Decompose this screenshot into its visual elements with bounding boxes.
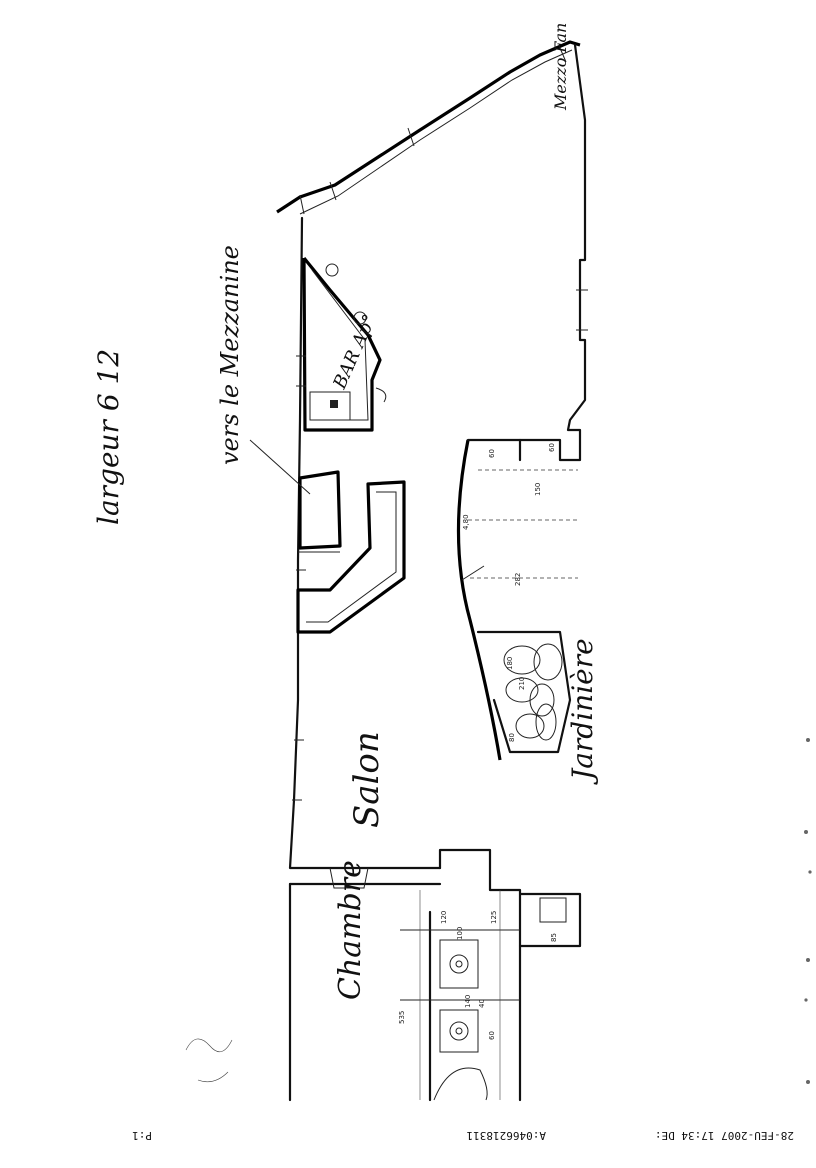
fax-timestamp: 28-FEU-2007 17:34 DE: <box>655 1129 794 1142</box>
dim-60c: 60 <box>488 1031 496 1040</box>
scan-noise <box>185 738 812 1084</box>
fax-page: P:1 <box>132 1129 152 1142</box>
label-vers-etage: vers le Mezzanine <box>216 245 244 465</box>
label-chambre: Chambre <box>333 860 368 1000</box>
dim-80: 80 <box>508 733 516 742</box>
dim-210: 210 <box>518 677 526 690</box>
dim-40: 40 <box>478 999 486 1008</box>
dim-125: 125 <box>490 911 498 924</box>
kitchen-island <box>296 470 406 634</box>
label-jardiniere: Jardinière <box>566 638 599 785</box>
dim-120: 120 <box>440 911 448 924</box>
fax-sender: A:0466218311 <box>467 1129 546 1142</box>
wall-ticks <box>292 289 588 801</box>
fax-header: 28-FEU-2007 17:34 DE: A:0466218311 P:1 <box>132 1129 794 1142</box>
dim-60b: 60 <box>548 443 556 452</box>
dim-535: 535 <box>398 1011 406 1024</box>
curved-partition <box>456 438 578 761</box>
dim-150: 150 <box>534 483 542 496</box>
dim-100: 100 <box>456 927 464 940</box>
label-largeur: largeur 6 12 <box>92 349 125 525</box>
dim-282: 282 <box>514 573 522 586</box>
planter-block <box>476 630 572 754</box>
lower-rooms <box>329 848 582 1102</box>
dim-140: 140 <box>464 995 472 1008</box>
dim-480: 4,80 <box>462 514 470 530</box>
outer-walls <box>276 40 587 1102</box>
bar-counter <box>302 256 387 432</box>
label-salon: Salon <box>347 731 387 828</box>
label-mezzo: Mezzo Fan <box>551 23 570 111</box>
dim-60a: 60 <box>488 449 496 458</box>
dim-85: 85 <box>550 933 558 942</box>
dim-180: 180 <box>506 657 514 670</box>
